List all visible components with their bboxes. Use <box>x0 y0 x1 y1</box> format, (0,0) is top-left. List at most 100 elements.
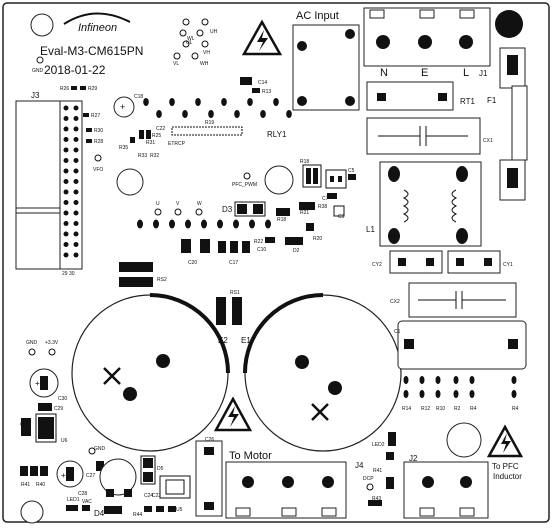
c14-cap <box>240 77 252 85</box>
resistor-pad <box>403 390 409 398</box>
bottom-left-section: R41 R40 + C27 C28 LED1 VAC D4 C24 C23 R4… <box>20 458 161 518</box>
j3-pin <box>63 200 69 205</box>
e1-bulk-capacitor: E1 <box>241 293 402 452</box>
via <box>233 219 239 229</box>
svg-text:WL: WL <box>187 36 195 42</box>
u2-region: R18 U2 C5 C7 R38 C9 R21 R18 R20 <box>276 159 356 242</box>
svg-text:R20: R20 <box>313 236 322 242</box>
via <box>156 110 162 118</box>
j3-pin <box>73 126 79 132</box>
j3-pin <box>73 116 79 121</box>
svg-text:C30: C30 <box>58 396 67 402</box>
j3-pin <box>73 252 79 258</box>
via <box>265 219 271 229</box>
svg-text:29 30: 29 30 <box>62 271 75 277</box>
via <box>182 110 188 118</box>
svg-text:R4: R4 <box>512 406 519 412</box>
svg-text:R33: R33 <box>138 153 147 159</box>
svg-text:R43: R43 <box>372 496 381 502</box>
svg-text:UH: UH <box>210 29 218 35</box>
resistor-pad <box>419 390 425 398</box>
svg-text:R38: R38 <box>318 204 327 210</box>
svg-text:R19: R19 <box>205 120 214 126</box>
j3-pin <box>63 179 69 184</box>
via <box>169 219 175 229</box>
e2-bulk-capacitor: E2 <box>71 293 230 452</box>
svg-text:R22: R22 <box>254 239 263 245</box>
svg-text:V: V <box>176 201 180 207</box>
r13-res <box>252 88 260 93</box>
svg-text:C7: C7 <box>322 196 329 202</box>
svg-text:RS1: RS1 <box>230 290 240 296</box>
svg-text:E2: E2 <box>218 336 228 345</box>
high-voltage-warning-icon <box>486 424 524 458</box>
j3-pin <box>73 158 79 163</box>
svg-text:C24: C24 <box>144 493 153 499</box>
svg-text:D2: D2 <box>293 248 300 254</box>
via <box>143 98 149 106</box>
j3-pin <box>63 210 69 216</box>
svg-text:C5: C5 <box>348 168 355 174</box>
svg-text:C10: C10 <box>257 247 266 253</box>
svg-text:R28: R28 <box>94 139 103 145</box>
svg-text:R4: R4 <box>470 406 477 412</box>
cy2-capacitor: CY2 <box>372 250 443 274</box>
j2-pfc-terminal: J2 To PFC Inductor <box>403 454 522 519</box>
svg-text:C17: C17 <box>229 260 238 266</box>
j3-pin <box>63 105 69 111</box>
svg-text:J1: J1 <box>479 69 488 78</box>
resistor-pad <box>453 376 459 384</box>
r13-label: R13 <box>262 89 271 95</box>
svg-text:R32: R32 <box>150 153 159 159</box>
svg-text:CX2: CX2 <box>390 299 400 305</box>
resistor-row: R14 R12 R10 R2 R4 R4 <box>402 376 519 412</box>
svg-text:Inductor: Inductor <box>493 472 522 481</box>
j3-pin <box>63 158 69 163</box>
svg-text:L: L <box>463 67 469 79</box>
svg-text:VH: VH <box>203 50 210 56</box>
via <box>247 98 253 106</box>
j3-resistors: R26 R29 R27 R30 R28 R35 VFO <box>60 86 128 173</box>
svg-text:R26: R26 <box>60 86 69 92</box>
svg-text:GND: GND <box>94 446 106 452</box>
via <box>286 110 292 118</box>
svg-text:J2: J2 <box>409 454 418 463</box>
j3-pin <box>63 116 69 121</box>
svg-text:+: + <box>35 379 40 388</box>
svg-text:AC Input: AC Input <box>296 10 339 22</box>
via <box>273 98 279 106</box>
mounting-hole-bottom-right <box>446 422 482 458</box>
svg-text:UL: UL <box>186 40 193 46</box>
board-name: Eval-M3-CM615PN <box>40 44 143 58</box>
resistor-pad <box>419 376 425 384</box>
svg-text:R18: R18 <box>277 217 286 223</box>
svg-text:C26: C26 <box>205 437 214 443</box>
svg-text:C27: C27 <box>86 473 95 479</box>
svg-text:R44: R44 <box>133 512 142 518</box>
svg-text:RT1: RT1 <box>460 97 476 106</box>
j3-header: J3 29 30 <box>15 91 83 277</box>
svg-text:R35: R35 <box>119 145 128 151</box>
d5-u5-region: D5 U5 <box>140 455 191 513</box>
svg-text:W: W <box>197 201 202 207</box>
svg-text:CY1: CY1 <box>503 262 513 268</box>
cy1-capacitor: CY1 <box>447 250 513 274</box>
svg-text:CY2: CY2 <box>372 262 382 268</box>
svg-text:R41: R41 <box>373 468 382 474</box>
ic-footprint-strip: R19 C22 ETRCP R33 R32 R25 R31 <box>130 120 243 159</box>
via <box>185 219 191 229</box>
svg-text:U5: U5 <box>176 507 183 513</box>
svg-text:C18: C18 <box>134 94 143 100</box>
svg-text:C31: C31 <box>20 422 29 428</box>
c20-c17-row: C20 C17 R22 C10 D2 <box>181 237 303 266</box>
svg-text:C23: C23 <box>152 493 161 499</box>
svg-text:E: E <box>421 67 428 79</box>
j3-pin <box>63 252 69 258</box>
svg-text:R12: R12 <box>421 406 430 412</box>
j3-pin <box>63 126 69 132</box>
svg-text:R10: R10 <box>436 406 445 412</box>
via <box>137 219 143 229</box>
led2-region: LED2 R41 DCP R43 <box>363 432 396 506</box>
svg-text:VFO: VFO <box>93 167 103 173</box>
j3-pin <box>73 231 79 237</box>
